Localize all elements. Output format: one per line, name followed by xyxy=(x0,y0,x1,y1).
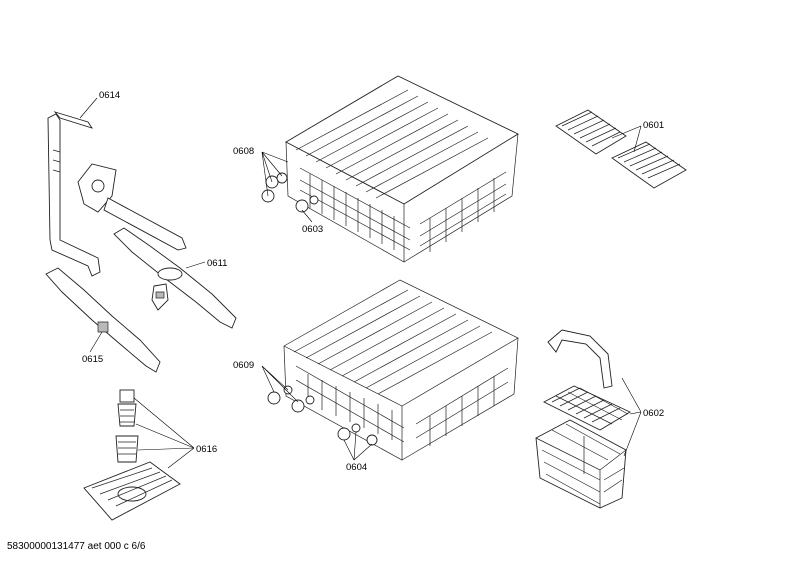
lower-basket-part xyxy=(267,279,519,461)
part-label-0601: 0601 xyxy=(643,120,664,131)
part-label-0604: 0604 xyxy=(346,462,367,473)
cup-rack-part xyxy=(555,109,687,189)
part-label-0609: 0609 xyxy=(233,360,254,371)
part-label-0611: 0611 xyxy=(207,258,227,269)
upper-spray-arm-part xyxy=(77,163,187,251)
spray-arm-0611-part xyxy=(113,227,237,329)
document-id-footer: 58300000131477 aet 000 c 6/6 xyxy=(7,541,146,552)
part-label-0608: 0608 xyxy=(233,146,254,157)
part-label-0603: 0603 xyxy=(302,224,323,235)
filter-set-part xyxy=(83,389,181,521)
spray-arm-0615-part xyxy=(45,267,161,373)
part-label-0614: 0614 xyxy=(99,90,120,101)
part-label-0616: 0616 xyxy=(196,444,217,455)
cutlery-basket-part xyxy=(535,329,631,509)
leader-lines xyxy=(79,97,642,469)
supply-pipe-part xyxy=(47,111,101,277)
part-label-0615: 0615 xyxy=(82,354,103,365)
upper-basket-part xyxy=(261,75,519,263)
part-label-0602: 0602 xyxy=(643,408,664,419)
